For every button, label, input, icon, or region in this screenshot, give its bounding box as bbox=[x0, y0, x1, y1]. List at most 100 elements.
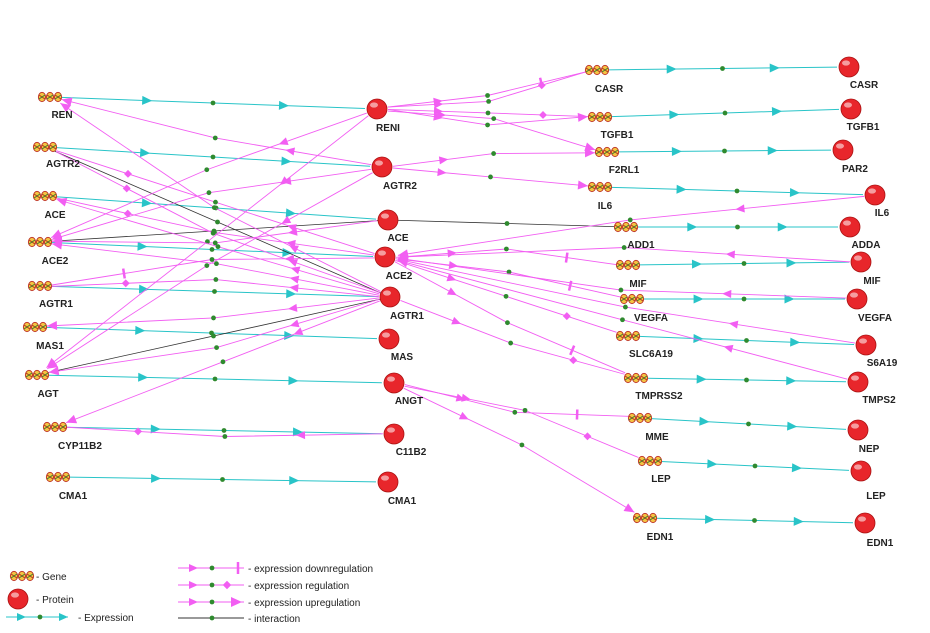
expression-arrowhead bbox=[284, 330, 295, 340]
gene-node-slc6a19[interactable] bbox=[615, 330, 641, 342]
expression-arrowhead bbox=[777, 222, 788, 232]
gene-node-ace[interactable] bbox=[32, 190, 58, 202]
downregulation-bar bbox=[121, 268, 126, 279]
gene-node-il6[interactable] bbox=[587, 181, 613, 193]
protein-node-il6[interactable] bbox=[864, 184, 886, 206]
upregulation-arrowhead bbox=[584, 148, 596, 158]
regulation-arrowhead bbox=[451, 316, 462, 325]
protein-node-ace[interactable] bbox=[377, 209, 399, 231]
gene-icon[interactable] bbox=[9, 570, 35, 582]
regulation-edge-up bbox=[66, 300, 380, 424]
protein-label: ANGT bbox=[395, 396, 423, 407]
protein-node-ace2[interactable] bbox=[374, 246, 396, 268]
protein-node-cma1[interactable] bbox=[377, 471, 399, 493]
edge-dot bbox=[722, 148, 727, 154]
protein-node-par2[interactable] bbox=[832, 139, 854, 161]
protein-node-agtr1[interactable] bbox=[379, 286, 401, 308]
gene-node-agtr2[interactable] bbox=[32, 141, 58, 153]
regulation-arrowhead bbox=[448, 261, 459, 270]
protein-node-adda[interactable] bbox=[839, 216, 861, 238]
regulation-arrowhead bbox=[458, 411, 469, 420]
gene-strand bbox=[596, 114, 604, 120]
protein-icon[interactable] bbox=[7, 588, 29, 610]
gene-node-cyp11b2[interactable] bbox=[42, 421, 68, 433]
gene-node-mme[interactable] bbox=[627, 412, 653, 424]
regulation-arrowhead bbox=[434, 100, 444, 109]
protein-node-vegfa[interactable] bbox=[846, 288, 868, 310]
protein-circle bbox=[854, 512, 876, 534]
edge-dot bbox=[491, 116, 497, 122]
gene-node-tmprss2[interactable] bbox=[623, 372, 649, 384]
protein-node-tgfb1[interactable] bbox=[840, 98, 862, 120]
gene-node-f2rl1[interactable] bbox=[594, 146, 620, 158]
edge-dot bbox=[212, 135, 218, 141]
protein-node-mas[interactable] bbox=[378, 328, 400, 350]
expression-edge bbox=[65, 424, 383, 437]
gene-label: EDN1 bbox=[647, 532, 674, 543]
regulation-line bbox=[60, 102, 381, 292]
gene-node-agtr1[interactable] bbox=[27, 280, 53, 292]
gene-node-ren[interactable] bbox=[37, 91, 63, 103]
gene-strand bbox=[44, 283, 52, 289]
gene-node-casr[interactable] bbox=[584, 64, 610, 76]
protein-node-angt[interactable] bbox=[383, 372, 405, 394]
protein-node-c11b2[interactable] bbox=[383, 423, 405, 445]
gene-node-lep[interactable] bbox=[637, 455, 663, 467]
protein-node-agtr2[interactable] bbox=[371, 156, 393, 178]
gene-node-edn1[interactable] bbox=[632, 512, 658, 524]
protein-node-s6a19[interactable] bbox=[855, 334, 877, 356]
expression-arrowhead bbox=[699, 416, 710, 426]
gene-strand bbox=[649, 515, 657, 521]
gene-strand bbox=[616, 262, 624, 268]
gene-strand bbox=[630, 224, 638, 230]
expression-edge bbox=[60, 95, 366, 110]
upregulation-arrowhead bbox=[61, 97, 73, 107]
protein-node-edn1[interactable] bbox=[854, 512, 876, 534]
expression-arrowhead bbox=[666, 64, 677, 74]
upregulation-arrowhead bbox=[66, 414, 78, 424]
edge-dot bbox=[486, 99, 492, 104]
protein-node-reni[interactable] bbox=[366, 98, 388, 120]
protein-node-tmps2[interactable] bbox=[847, 371, 869, 393]
edge-dot bbox=[519, 442, 525, 448]
gene-node-tgfb1[interactable] bbox=[587, 111, 613, 123]
gene-node-mas1[interactable] bbox=[22, 321, 48, 333]
upregulation-arrowhead bbox=[577, 180, 589, 190]
regulation-line bbox=[51, 168, 372, 240]
expression-arrowhead bbox=[767, 146, 778, 156]
gene-node-vegfa[interactable] bbox=[619, 293, 645, 305]
protein-node-mif[interactable] bbox=[850, 251, 872, 273]
gene-node-agt[interactable] bbox=[24, 369, 50, 381]
edge-dot bbox=[508, 340, 514, 346]
gene-node-cma1[interactable] bbox=[45, 471, 71, 483]
gene-label: VEGFA bbox=[634, 313, 668, 324]
protein-label: VEGFA bbox=[858, 313, 892, 324]
expression-arrowhead bbox=[769, 63, 780, 73]
regulation-edge-reg bbox=[387, 71, 586, 109]
gene-label: LEP bbox=[651, 474, 671, 485]
protein-node-nep[interactable] bbox=[847, 419, 869, 441]
regulation-line bbox=[47, 172, 373, 370]
expression-edge bbox=[638, 333, 855, 347]
gene-label: REN bbox=[51, 110, 72, 121]
protein-highlight bbox=[850, 292, 858, 298]
edge-dot bbox=[752, 463, 758, 469]
protein-label: RENI bbox=[376, 123, 400, 134]
protein-highlight bbox=[11, 592, 19, 598]
gene-node-mif[interactable] bbox=[615, 259, 641, 271]
interaction-edge bbox=[36, 296, 391, 376]
protein-node-lep[interactable] bbox=[850, 460, 872, 482]
gene-strand bbox=[51, 424, 59, 430]
protein-node-casr[interactable] bbox=[838, 56, 860, 78]
gene-strand bbox=[28, 239, 36, 245]
gene-node-ace2[interactable] bbox=[27, 236, 53, 248]
gene-node-add1[interactable] bbox=[613, 221, 639, 233]
expression-arrowhead bbox=[707, 459, 718, 469]
gene-strand bbox=[595, 149, 603, 155]
protein-label: ADDA bbox=[852, 240, 881, 251]
regulation-edge-up bbox=[51, 240, 380, 296]
expression-arrowhead bbox=[790, 337, 801, 347]
protein-circle bbox=[840, 98, 862, 120]
gene-strand bbox=[640, 375, 648, 381]
gene-strand bbox=[624, 262, 632, 268]
